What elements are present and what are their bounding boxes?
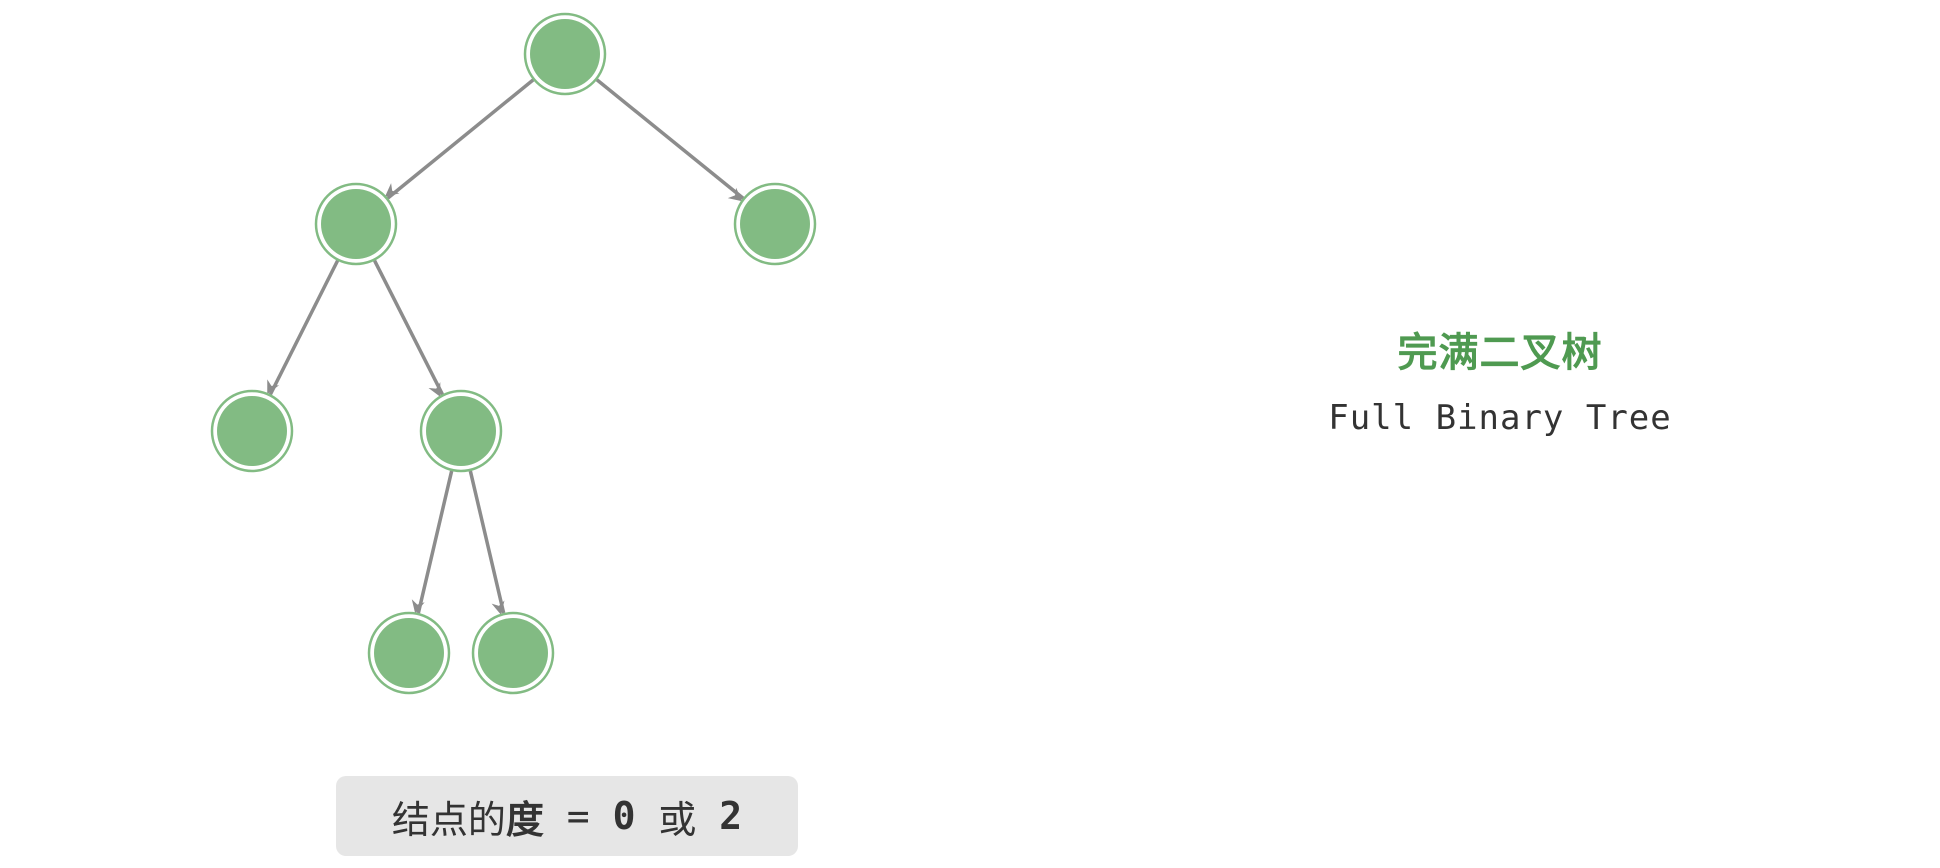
edge-root-to-left	[385, 78, 535, 200]
node-fill	[426, 396, 496, 466]
tree-node-left-right	[419, 389, 503, 473]
node-fill	[321, 189, 391, 259]
caption-connector: 或	[635, 797, 720, 842]
edge-left-to-left-left	[267, 259, 340, 396]
caption-term: 度	[505, 797, 544, 842]
caption-value-b: 2	[719, 794, 743, 838]
tree-node-left-right-left	[367, 611, 451, 695]
diagram-subtitle: Full Binary Tree	[1328, 398, 1672, 438]
diagram-title: 完满二叉树	[1397, 330, 1603, 376]
node-fill	[478, 618, 548, 688]
node-fill	[374, 618, 444, 688]
edge-left-to-left-right	[372, 259, 445, 397]
tree-node-left-right-right	[471, 611, 555, 695]
degree-caption: 结点的度 = 0 或 2	[336, 776, 798, 856]
tree-node-root	[523, 12, 607, 96]
caption-prefix: 结点的	[391, 797, 506, 842]
caption-value-a: 0	[612, 794, 636, 838]
tree-node-left	[314, 182, 398, 266]
node-fill	[740, 189, 810, 259]
edge-root-to-right	[595, 78, 745, 202]
tree-node-left-left	[210, 389, 294, 473]
tree-node-right	[733, 182, 817, 266]
node-fill	[530, 19, 600, 89]
node-fill	[217, 396, 287, 466]
edge-left-right-to-left-right-right	[468, 470, 506, 615]
caption-equals: =	[543, 794, 613, 838]
edge-left-right-to-left-right-left	[411, 470, 454, 614]
